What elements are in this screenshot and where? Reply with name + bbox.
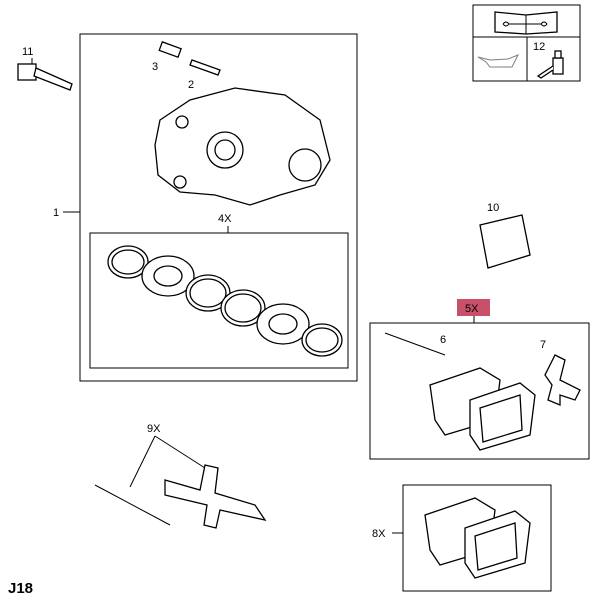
pin <box>384 332 446 356</box>
callout-12: 12 <box>533 41 545 53</box>
guide-pin <box>94 484 171 526</box>
bolt <box>17 63 73 91</box>
callout-11: 11 <box>22 46 33 58</box>
grease-tube-icon <box>536 50 564 79</box>
bleed-screw <box>189 59 221 76</box>
callout-10: 10 <box>487 202 499 214</box>
brake-pads-kit <box>429 367 536 451</box>
seal-kit-box <box>89 232 349 369</box>
repair-manual-icon <box>494 11 558 35</box>
callout-1: 1 <box>53 207 59 219</box>
caliper-housing <box>154 87 331 206</box>
callout-6: 6 <box>440 334 446 346</box>
oil-can-icon <box>477 54 520 68</box>
callout-7: 7 <box>540 339 546 351</box>
brake-pads <box>424 497 531 579</box>
callout-4x: 4X <box>218 213 232 225</box>
pad-kit-highlight <box>457 299 490 316</box>
callout-9x: 9X <box>147 423 161 435</box>
spring-clip <box>544 354 581 406</box>
pads-box <box>402 484 552 592</box>
callout-2: 2 <box>188 79 194 91</box>
diagram-code: J18 <box>8 580 33 597</box>
callout-8x: 8X <box>372 528 386 540</box>
shim <box>479 214 531 269</box>
callout-5x[interactable]: 5X <box>465 303 479 315</box>
callout-3: 3 <box>152 61 158 73</box>
info-box: 12 <box>472 4 581 82</box>
caliper-group: 1 3 2 4X <box>53 33 358 382</box>
pad-kit-box <box>369 322 590 460</box>
dust-cap <box>158 41 182 59</box>
seal-rings <box>107 245 343 357</box>
retainer-spring <box>164 464 267 529</box>
